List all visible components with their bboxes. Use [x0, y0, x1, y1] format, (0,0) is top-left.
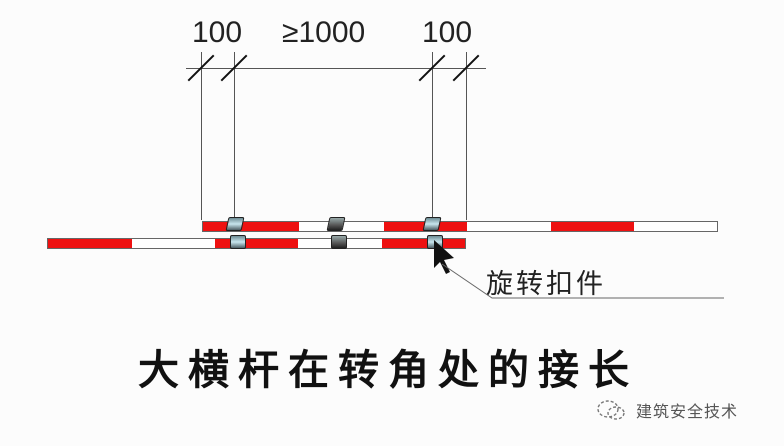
pipe-segment-red	[48, 239, 132, 248]
extension-line-1	[201, 52, 202, 220]
watermark: 建筑安全技术	[596, 398, 738, 422]
pipe-segment-red	[551, 222, 634, 231]
swivel-clamp-icon	[230, 235, 246, 249]
extension-line-2	[234, 52, 235, 220]
callout-label: 旋转扣件	[486, 269, 606, 300]
pipe-segment-red	[203, 222, 299, 231]
pipe-segment-white	[467, 222, 551, 231]
lower-pipe	[47, 238, 466, 249]
extension-line-4	[466, 52, 467, 220]
pipe-segment-red	[215, 239, 298, 248]
dimension-line	[186, 68, 486, 69]
watermark-text: 建筑安全技术	[636, 402, 739, 421]
diagram-title: 大横杆在转角处的接长	[138, 346, 638, 394]
swivel-clamp-icon	[225, 217, 245, 231]
dimension-right-overlap: 100	[422, 16, 473, 49]
dimension-left-overlap: 100	[192, 16, 243, 49]
pipe-segment-white	[131, 239, 216, 248]
extension-line-3	[432, 52, 433, 220]
pipe-segment-white	[634, 222, 717, 231]
swivel-clamp-icon	[422, 217, 442, 231]
swivel-clamp-icon	[326, 217, 346, 231]
callout-arrow-icon	[434, 240, 724, 299]
pipe-segment-red	[382, 239, 465, 248]
dimension-min-spacing: ≥1000	[282, 16, 366, 49]
swivel-clamp-icon	[331, 235, 347, 249]
wechat-logo-icon	[597, 400, 625, 420]
